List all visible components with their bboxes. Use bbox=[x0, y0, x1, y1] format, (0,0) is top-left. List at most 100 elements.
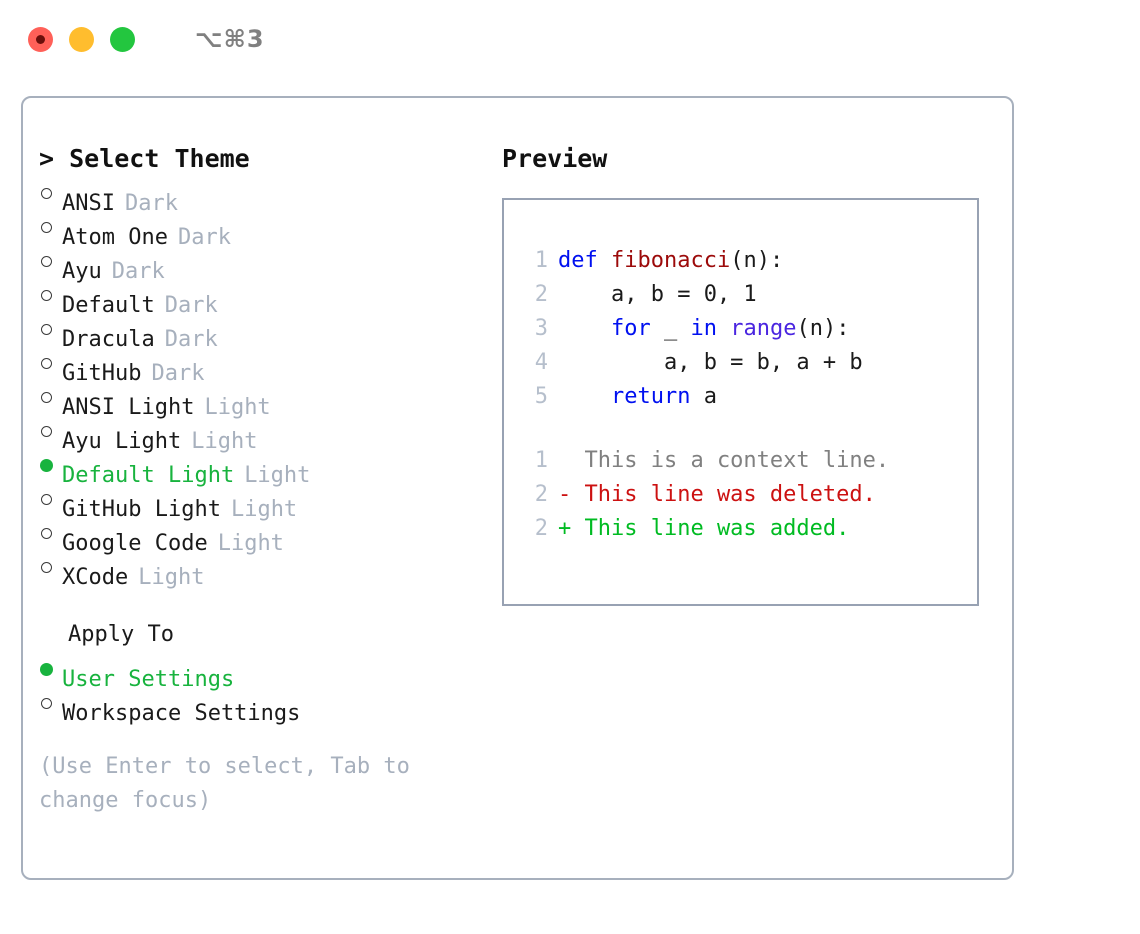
minimize-button[interactable] bbox=[69, 26, 94, 52]
code-line: 2 a, b = 0, 1 bbox=[522, 278, 977, 312]
theme-variant-tag: Dark bbox=[111, 259, 165, 284]
theme-variant-tag: Dark bbox=[151, 361, 205, 386]
theme-name: GitHub Light bbox=[62, 497, 221, 522]
radio-unselected-icon[interactable] bbox=[39, 278, 62, 312]
theme-name: Dracula bbox=[62, 327, 155, 352]
theme-list-item[interactable]: Ayu Dark bbox=[39, 244, 499, 284]
theme-variant-tag: Dark bbox=[124, 191, 178, 216]
diff-line: 2 + This line was added. bbox=[522, 512, 977, 546]
radio-unselected-icon[interactable] bbox=[39, 550, 62, 584]
line-number: 2 bbox=[534, 482, 548, 507]
theme-name: ANSI bbox=[62, 191, 115, 216]
code-token: range bbox=[730, 316, 797, 341]
radio-unselected-icon[interactable] bbox=[39, 482, 62, 516]
code-line: 4 a, b = b, a + b bbox=[522, 346, 977, 380]
line-number: 1 bbox=[534, 248, 548, 273]
theme-variant-tag: Dark bbox=[164, 327, 218, 352]
apply-to-heading: Apply To bbox=[68, 622, 174, 647]
apply-to-item[interactable]: User Settings bbox=[39, 652, 499, 692]
radio-unselected-icon[interactable] bbox=[39, 312, 62, 346]
code-token: return bbox=[610, 384, 691, 409]
line-number: 4 bbox=[534, 350, 548, 375]
theme-list-item[interactable]: ANSI Light Light bbox=[39, 380, 499, 420]
line-number: 1 bbox=[534, 448, 548, 473]
theme-list-item[interactable]: Dracula Dark bbox=[39, 312, 499, 352]
apply-to-label: User Settings bbox=[62, 667, 235, 692]
radio-selected-icon[interactable] bbox=[39, 652, 62, 686]
code-token bbox=[717, 312, 730, 346]
theme-list-item[interactable]: GitHub Light Light bbox=[39, 482, 499, 522]
select-theme-heading: > Select Theme bbox=[39, 144, 250, 173]
theme-list-item[interactable]: GitHub Dark bbox=[39, 346, 499, 386]
radio-unselected-icon[interactable] bbox=[39, 380, 62, 414]
radio-selected-icon[interactable] bbox=[39, 448, 62, 482]
title-bar: ⌥⌘3 bbox=[0, 0, 1140, 78]
theme-list-item[interactable]: ANSI Dark bbox=[39, 176, 499, 216]
theme-name: ANSI Light bbox=[62, 395, 195, 420]
keyboard-hint: (Use Enter to select, Tab to change focu… bbox=[39, 754, 410, 813]
diff-line: 2 - This line was deleted. bbox=[522, 478, 977, 512]
theme-name: GitHub bbox=[62, 361, 142, 386]
theme-name: Atom One bbox=[62, 225, 168, 250]
window-title-shortcut: ⌥⌘3 bbox=[195, 25, 265, 53]
code-token: _ bbox=[650, 316, 691, 341]
theme-list-item[interactable]: Default Light Light bbox=[39, 448, 499, 488]
radio-unselected-icon[interactable] bbox=[39, 244, 62, 278]
close-button[interactable] bbox=[28, 26, 53, 52]
theme-variant-tag: Light bbox=[191, 429, 258, 454]
diff-text: + This line was added. bbox=[558, 516, 850, 541]
theme-list-item[interactable]: Ayu Light Light bbox=[39, 414, 499, 454]
theme-name: Default bbox=[62, 293, 155, 318]
theme-list-item[interactable]: Atom One Dark bbox=[39, 210, 499, 250]
line-number: 5 bbox=[534, 384, 548, 409]
theme-variant-tag: Light bbox=[217, 531, 284, 556]
apply-to-label: Workspace Settings bbox=[62, 701, 301, 726]
theme-variant-tag: Light bbox=[204, 395, 271, 420]
radio-unselected-icon[interactable] bbox=[39, 686, 62, 720]
code-token: for bbox=[610, 316, 651, 341]
theme-name: Ayu Light bbox=[62, 429, 182, 454]
diff-line: 1 This is a context line. bbox=[522, 444, 977, 478]
code-line: 5 return a bbox=[522, 380, 977, 414]
preview-heading: Preview bbox=[502, 144, 608, 173]
apply-to-item[interactable]: Workspace Settings bbox=[39, 686, 499, 726]
code-token: (n): bbox=[796, 316, 850, 341]
theme-variant-tag: Light bbox=[244, 463, 311, 488]
code-diff-gap bbox=[522, 414, 977, 444]
radio-unselected-icon[interactable] bbox=[39, 414, 62, 448]
theme-name: Google Code bbox=[62, 531, 208, 556]
code-line: 3 for _ in range(n): bbox=[522, 312, 977, 346]
maximize-button[interactable] bbox=[110, 26, 135, 52]
theme-variant-tag: Light bbox=[138, 565, 205, 590]
theme-variant-tag: Light bbox=[230, 497, 298, 522]
radio-unselected-icon[interactable] bbox=[39, 516, 62, 550]
theme-list-item[interactable]: Google Code Light bbox=[39, 516, 499, 556]
theme-name: Ayu bbox=[62, 259, 102, 284]
radio-unselected-icon[interactable] bbox=[39, 176, 62, 210]
diff-text: This is a context line. bbox=[558, 448, 890, 473]
line-number: 2 bbox=[534, 516, 548, 541]
radio-unselected-icon[interactable] bbox=[39, 346, 62, 380]
code-token: def bbox=[558, 248, 611, 273]
code-token: a, b = b, a + b bbox=[558, 350, 863, 375]
diff-text: - This line was deleted. bbox=[558, 482, 876, 507]
line-number: 3 bbox=[534, 316, 548, 341]
code-token: fibonacci bbox=[610, 248, 731, 273]
radio-unselected-icon[interactable] bbox=[39, 210, 62, 244]
code-token: a, b = 0, 1 bbox=[558, 282, 757, 307]
theme-variant-tag: Dark bbox=[177, 225, 231, 250]
line-number: 2 bbox=[534, 282, 548, 307]
diff-sample: 1 This is a context line. 2 - This line wa… bbox=[522, 444, 977, 546]
theme-name: Default Light bbox=[62, 463, 235, 488]
